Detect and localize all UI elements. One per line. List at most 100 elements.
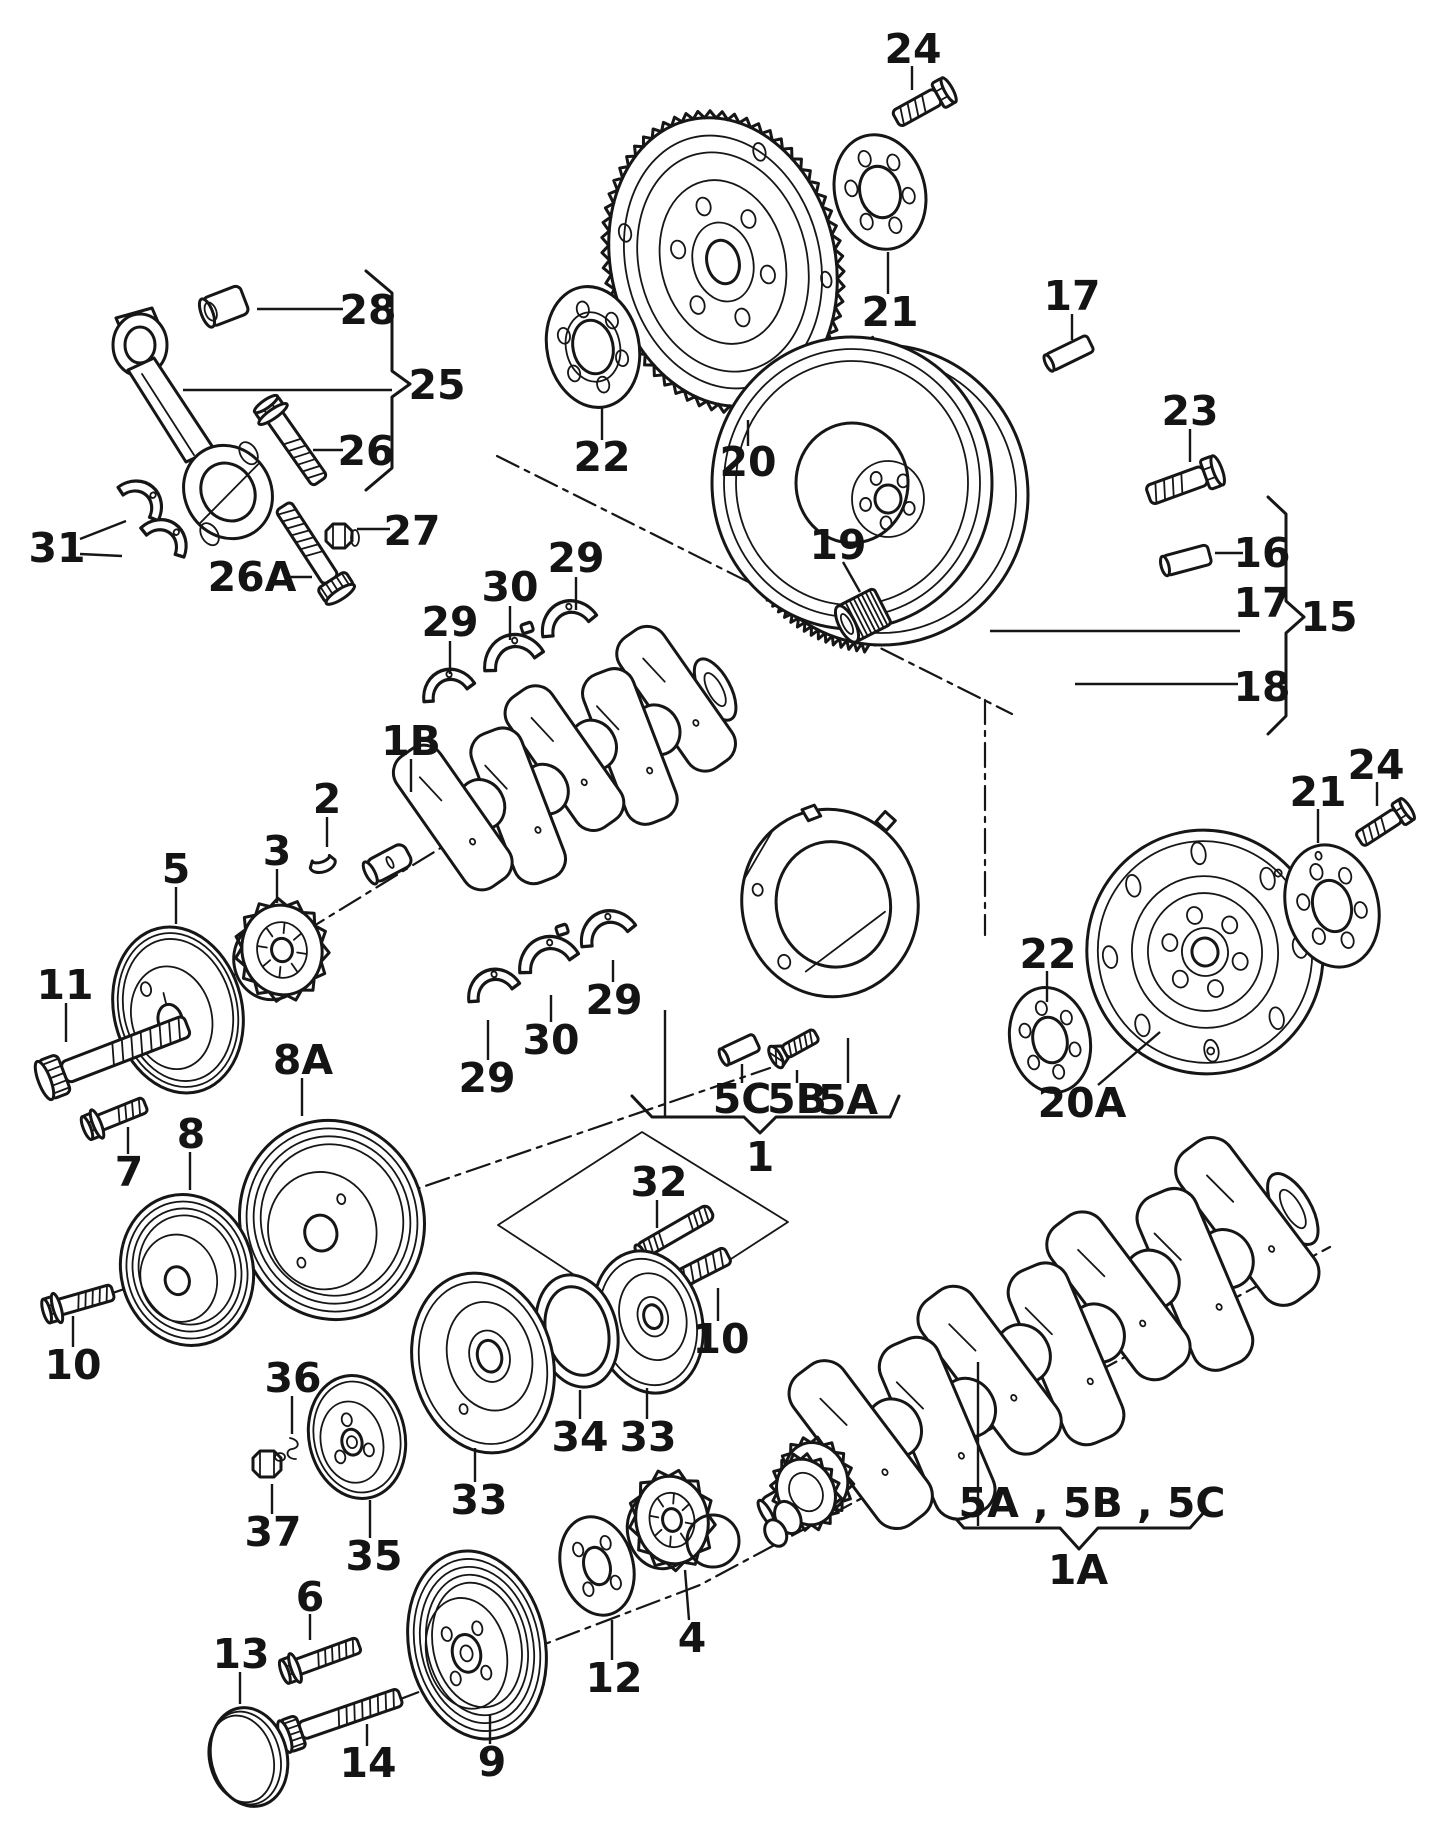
callout-27: 27 <box>357 507 441 555</box>
highlight-dot <box>685 1513 741 1569</box>
part-number-15[interactable]: 15 <box>1300 593 1357 641</box>
callout-11: 11 <box>36 961 94 1042</box>
callout-36: 36 <box>264 1354 322 1434</box>
flywheel-20 <box>600 109 846 415</box>
pulley-bolt-10 <box>40 1283 116 1325</box>
part-number-32[interactable]: 32 <box>630 1158 687 1206</box>
crankshaft-1a <box>756 1135 1321 1531</box>
part-number-29u2[interactable]: 29 <box>547 534 604 582</box>
pulley-bolt-7 <box>79 1096 149 1142</box>
callout-5b: 5B <box>767 1070 827 1123</box>
part-number-17m[interactable]: 17 <box>1233 579 1290 627</box>
main-shell-29 <box>579 909 638 949</box>
part-number-35[interactable]: 35 <box>345 1532 402 1580</box>
part-number-22t[interactable]: 22 <box>573 433 630 481</box>
part-number-16[interactable]: 16 <box>1233 529 1290 577</box>
part-number-10r[interactable]: 10 <box>692 1315 749 1363</box>
bracket-1 <box>630 1094 901 1135</box>
part-number-1b[interactable]: 1B <box>381 717 441 765</box>
part-number-17t[interactable]: 17 <box>1043 272 1100 320</box>
part-number-24t[interactable]: 24 <box>884 25 941 73</box>
leader-line <box>79 519 127 541</box>
callout-10r: 10 <box>692 1288 750 1363</box>
callout-26: 26 <box>313 427 395 475</box>
callout-17m: 17 <box>990 579 1291 633</box>
part-number-6[interactable]: 6 <box>296 1573 325 1621</box>
pulley-35 <box>306 1374 408 1500</box>
callout-21t: 21 <box>861 252 919 336</box>
part-number-29l1[interactable]: 29 <box>585 976 642 1024</box>
part-number-20[interactable]: 20 <box>719 438 776 486</box>
rod-bearing-shell-31 <box>116 479 164 523</box>
part-number-33l[interactable]: 33 <box>450 1476 507 1524</box>
part-number-3[interactable]: 3 <box>263 827 292 875</box>
flywheel-bolt-23 <box>1145 454 1226 506</box>
part-number-22r[interactable]: 22 <box>1019 930 1076 978</box>
callout-1a: 1A <box>976 1362 1109 1594</box>
bracket-1a <box>947 1508 1208 1551</box>
callout-37: 37 <box>244 1484 302 1556</box>
main-shell-29 <box>467 967 522 1004</box>
part-number-5a[interactable]: 5A <box>818 1076 879 1124</box>
main-shell-29 <box>540 599 599 639</box>
part-number-12[interactable]: 12 <box>585 1654 642 1702</box>
thrust-shell-30 <box>518 922 581 975</box>
part-number-26[interactable]: 26 <box>337 427 394 475</box>
part-number-8a[interactable]: 8A <box>273 1036 334 1084</box>
part-number-1[interactable]: 1 <box>746 1133 775 1181</box>
part-number-4[interactable]: 4 <box>678 1614 707 1662</box>
callout-20a: 20A <box>1038 1031 1161 1127</box>
dowel-sleeve-16 <box>1159 543 1213 578</box>
callout-2: 2 <box>313 775 342 847</box>
part-number-26a[interactable]: 26A <box>208 553 297 601</box>
part-number-31[interactable]: 31 <box>28 524 85 572</box>
part-number-14[interactable]: 14 <box>339 1739 396 1787</box>
part-number-23[interactable]: 23 <box>1161 387 1218 435</box>
callout-10l: 10 <box>44 1316 102 1389</box>
part-number-5abc[interactable]: 5A , 5B , 5C <box>959 1479 1226 1527</box>
part-number-11[interactable]: 11 <box>36 961 93 1009</box>
part-number-37[interactable]: 37 <box>244 1508 301 1556</box>
part-number-18[interactable]: 18 <box>1233 663 1290 711</box>
part-number-13[interactable]: 13 <box>212 1630 269 1678</box>
part-number-21r[interactable]: 21 <box>1289 768 1346 816</box>
part-number-1a[interactable]: 1A <box>1048 1546 1109 1594</box>
part-number-8[interactable]: 8 <box>177 1110 206 1158</box>
hub-center-lines <box>115 174 1360 1633</box>
part-number-28[interactable]: 28 <box>339 286 396 334</box>
part-number-24r[interactable]: 24 <box>1347 741 1404 789</box>
callout-21r: 21 <box>1289 768 1347 843</box>
part-number-9[interactable]: 9 <box>478 1738 507 1786</box>
part-number-5b[interactable]: 5B <box>767 1075 827 1123</box>
woodruff-key-2 <box>308 853 337 874</box>
part-number-5[interactable]: 5 <box>162 845 191 893</box>
leader-line <box>841 561 862 593</box>
part-number-21t[interactable]: 21 <box>861 288 918 336</box>
part-number-10l[interactable]: 10 <box>44 1341 101 1389</box>
callout-22r: 22 <box>1019 930 1077 1002</box>
callout-4: 4 <box>678 1569 707 1662</box>
callout-16: 16 <box>1215 529 1291 577</box>
part-number-33r[interactable]: 33 <box>619 1413 676 1461</box>
part-number-30u[interactable]: 30 <box>481 563 538 611</box>
leader-line <box>79 552 123 558</box>
part-number-5c[interactable]: 5C <box>713 1075 772 1123</box>
part-number-34[interactable]: 34 <box>551 1413 608 1461</box>
callout-35: 35 <box>345 1500 403 1580</box>
clip-36 <box>274 1437 299 1462</box>
shim-22 <box>544 285 642 409</box>
part-number-2[interactable]: 2 <box>313 775 342 823</box>
part-number-29u1[interactable]: 29 <box>421 598 478 646</box>
part-number-27[interactable]: 27 <box>383 507 440 555</box>
part-number-20a[interactable]: 20A <box>1038 1079 1127 1127</box>
callout-28: 28 <box>257 286 397 334</box>
callout-19: 19 <box>809 521 867 593</box>
callout-15: 15 <box>1300 593 1357 641</box>
part-number-36[interactable]: 36 <box>264 1354 321 1402</box>
part-number-30l[interactable]: 30 <box>522 1016 579 1064</box>
part-number-25[interactable]: 25 <box>408 361 465 409</box>
part-number-29l2[interactable]: 29 <box>458 1054 515 1102</box>
part-number-7[interactable]: 7 <box>115 1148 144 1196</box>
part-number-19[interactable]: 19 <box>809 521 866 569</box>
